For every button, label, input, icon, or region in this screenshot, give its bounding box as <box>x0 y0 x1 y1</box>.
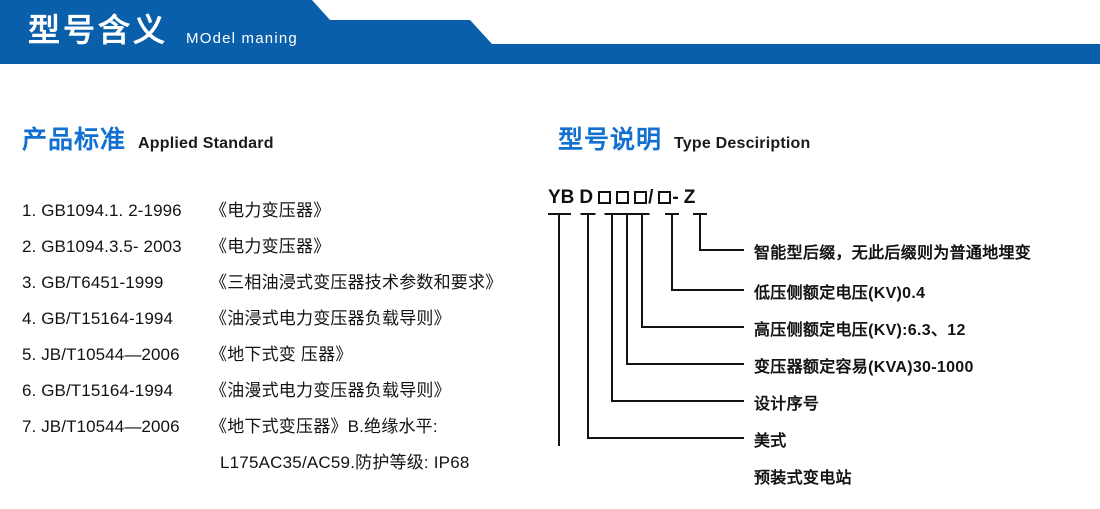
type-heading-cn: 型号说明 <box>558 126 663 154</box>
standard-code: 2. GB1094.3.5- 2003 <box>22 237 182 256</box>
standard-title: 《地下式变压器》B.绝缘水平: <box>210 417 438 436</box>
model-code-placeholder-box <box>598 191 612 204</box>
standard-code: 5. JB/T10544—2006 <box>22 345 180 364</box>
annotation-label: 低压侧额定电压(KV)0.4 <box>754 285 926 302</box>
leader-line <box>587 214 744 439</box>
annotation-label: 高压侧额定电压(KV):6.3、12 <box>754 322 966 339</box>
page-header-banner: 型号含义 MOdel maning <box>0 0 1100 64</box>
annotation-label: 预装式变电站 <box>754 470 852 487</box>
standard-code: 4. GB/T15164-1994 <box>22 309 174 328</box>
standard-code: 3. GB/T6451-1999 <box>22 273 164 292</box>
standard-title: 《电力变压器》 <box>210 201 331 220</box>
model-code-placeholder-box <box>658 191 672 204</box>
leader-lines <box>548 213 744 446</box>
model-code-placeholder-box <box>616 191 630 204</box>
type-section-heading: 型号说明 Type Desciription <box>558 120 810 156</box>
leader-line <box>626 214 744 365</box>
standard-title: 《油浸式电力变压器负载导则》 <box>210 309 451 328</box>
standards-list: 1. GB1094.1. 2-1996《电力变压器》2. GB1094.3.5-… <box>22 196 542 484</box>
standards-section-heading: 产品标准 Applied Standard <box>22 120 274 156</box>
type-heading-en: Type Desciription <box>674 135 811 152</box>
standard-title: 《三相油浸式变压器技术参数和要求》 <box>210 273 503 292</box>
standard-list-item: 7. JB/T10544—2006 《地下式变压器》B.绝缘水平: <box>22 412 542 448</box>
annotation-label: 智能型后缀，无此后缀则为普通地埋变 <box>754 245 1032 262</box>
standard-title: 《电力变压器》 <box>210 237 331 256</box>
standard-title: 《地下式变 压器》 <box>210 345 353 364</box>
leader-line <box>641 214 744 328</box>
leader-line <box>699 214 744 251</box>
standards-heading-en: Applied Standard <box>138 135 274 152</box>
model-code-token: D <box>579 187 594 208</box>
standard-list-item: 6. GB/T15164-1994 《油漫式电力变压器负载导则》 <box>22 376 542 412</box>
standard-list-item: 1. GB1094.1. 2-1996 《电力变压器》 <box>22 196 542 232</box>
leader-line <box>671 214 744 291</box>
annotation-label: 设计序号 <box>754 396 820 413</box>
annotation-label: 美式 <box>754 433 787 450</box>
banner-title: 型号含义 <box>28 12 169 48</box>
standard-list-item: 2. GB1094.3.5- 2003 《电力变压器》 <box>22 232 542 268</box>
annotation-label: 变压器额定容易(KVA)30-1000 <box>754 359 974 376</box>
standard-list-item: 3. GB/T6451-1999 《三相油浸式变压器技术参数和要求》 <box>22 268 542 304</box>
leader-line <box>558 214 560 446</box>
standard-code: 1. GB1094.1. 2-1996 <box>22 201 182 220</box>
banner-background-shape <box>0 0 1100 64</box>
standard-list-item: 5. JB/T10544—2006 《地下式变 压器》 <box>22 340 542 376</box>
leader-line <box>611 214 744 402</box>
standards-heading-cn: 产品标准 <box>22 126 127 154</box>
standard-code: 7. JB/T10544—2006 <box>22 417 180 436</box>
model-code-token: YB <box>548 187 575 208</box>
standard-title: 《油漫式电力变压器负载导则》 <box>210 381 451 400</box>
standard-list-item: 4. GB/T15164-1994 《油浸式电力变压器负载导则》 <box>22 304 542 340</box>
model-code-token: - <box>672 187 679 208</box>
banner-subtitle: MOdel maning <box>186 30 298 47</box>
standard-code: 6. GB/T15164-1994 <box>22 381 174 400</box>
standard-continuation-line: L175AC35/AC59.防护等级: IP68 <box>220 453 470 472</box>
model-code-token: / <box>648 187 654 208</box>
model-code-token: Z <box>683 187 696 208</box>
model-code-placeholder-box <box>634 191 648 204</box>
